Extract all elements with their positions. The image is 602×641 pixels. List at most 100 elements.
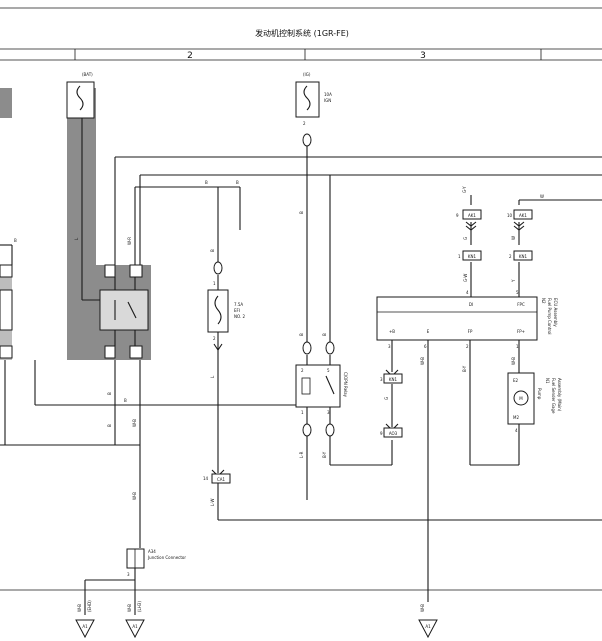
wire-label-y: Y <box>511 279 516 283</box>
pin-number: 2 <box>509 254 512 259</box>
pin-number: 2 <box>301 368 304 373</box>
bat-fuse: (BAT) <box>66 72 95 119</box>
wire-label-l: L <box>74 237 79 240</box>
pin-number: 4 <box>515 428 518 433</box>
efi-no2-fuse: B 1 7.5A EFI NO. 2 2 L <box>207 249 246 378</box>
efi2-number: NO. 2 <box>234 314 246 319</box>
ecu-name-line1: Fuel Pump Control <box>547 298 552 335</box>
connector-ca1: 14 CA1 L-W <box>203 469 231 506</box>
wire-label-b: B <box>236 180 239 185</box>
pump-pin-e2: E2 <box>513 378 519 383</box>
ecu-pin-fpc: FPC <box>517 302 525 307</box>
wire-label-b: B <box>322 333 327 336</box>
wire-label-g: G <box>384 397 389 400</box>
junction-connector-a34: A34 Junction Connector 3 <box>126 548 186 577</box>
kn1-label: KN1 <box>519 254 528 259</box>
junction-name: Junction Connector <box>147 555 186 560</box>
ground-a1: A1 <box>132 624 138 629</box>
wire-label-b: B <box>299 211 304 214</box>
efi2-rating: 7.5A <box>234 302 243 307</box>
pin-number: 10 <box>507 213 513 218</box>
ground-a1: A1 <box>82 624 88 629</box>
ig-label: (IG) <box>303 72 311 77</box>
pin-number: 2 <box>303 121 306 126</box>
pump-label: Pump <box>537 388 542 400</box>
page-title: 发动机控制系统 (1GR-FE) <box>255 28 349 38</box>
ecu-pin-di: DI <box>469 302 473 307</box>
wire-label-b: B <box>107 424 112 427</box>
pin-number: 14 <box>203 476 209 481</box>
wire-label-w: W <box>540 194 544 199</box>
bat-label: (BAT) <box>82 72 93 77</box>
kn1-label: KN1 <box>468 254 477 259</box>
wire-label-g-y: G-Y <box>462 186 467 193</box>
motor-symbol: M <box>519 396 523 401</box>
pin-number: 5 <box>327 368 330 373</box>
ground-lh3: (LH3) <box>137 601 142 612</box>
connectors-ak1-kn1: G-Y W 9 AK1 10 AK1 G W 1 KN1 2 KN1 G-W Y <box>456 186 544 283</box>
pump-name-code: N1 <box>545 378 550 384</box>
ground-icon <box>75 619 95 639</box>
ak1-label: AK1 <box>468 213 476 218</box>
pin-number: 3 <box>127 572 130 577</box>
ecu-name-line2: ECU Assembly <box>553 298 558 327</box>
column-number-3: 3 <box>420 51 426 61</box>
integration-relay <box>99 264 149 359</box>
pin-number: 6 <box>424 344 427 349</box>
pin-number: 1 <box>213 281 216 286</box>
wire-label-g-w: G-W <box>463 274 468 282</box>
pin-number: 1 <box>458 254 461 259</box>
pin-number: 4 <box>466 290 469 295</box>
pin-number: 9 <box>380 431 383 436</box>
wire-label-w-b: W-B <box>127 604 132 612</box>
ca1-label: CA1 <box>217 477 226 482</box>
pin-number: 3 <box>388 344 391 349</box>
copn-relay: B B 2 5 1 3 C/OPN Relay L-R B-Y <box>295 333 348 458</box>
wire-label-l-w: L-W <box>210 499 215 506</box>
wire-label-w-b: W-B <box>511 357 516 365</box>
wire-label-w-r: W-R <box>127 237 132 245</box>
pin-number: 2 <box>213 336 216 341</box>
wire-label-b: B <box>299 333 304 336</box>
wire-label-w-b: W-B <box>132 492 137 500</box>
wire-label-l-r: L-R <box>299 451 304 458</box>
wire-label-b: B <box>14 238 17 243</box>
ak1-label: AK1 <box>519 213 527 218</box>
left-wire-labels: L W-R B B B B B B W-B W-B <box>74 180 304 500</box>
ground-points: W-B (EHD) A1 W-B (LH3) A1 W-B A1 <box>75 600 438 639</box>
ground-icon <box>125 619 145 639</box>
wire-label-b-y: B-Y <box>462 365 467 372</box>
ign-fuse-rating: 10A <box>324 92 332 97</box>
pump-pin-m2: M2 <box>513 415 519 420</box>
wire-label-b-y: B-Y <box>322 451 327 458</box>
pin-number: 5 <box>516 290 519 295</box>
connectors-kn1-ao3: 3 KN1 G 9 AO3 <box>380 369 403 438</box>
ecu-name-code: N2 <box>541 298 546 304</box>
wire-label-b: B <box>124 398 127 403</box>
pin-number: 1 <box>301 410 304 415</box>
wire-label-w-b: W-B <box>420 604 425 612</box>
wire-label-b: B <box>210 249 215 252</box>
pump-name-line2: Assembly (Main) <box>557 378 562 412</box>
fuel-pump-control-ecu: DI FPC +B E FP FP+ N2 Fuel Pump Control … <box>376 290 558 372</box>
pin-number: 3 <box>327 410 330 415</box>
ground-icon <box>418 619 438 639</box>
fuel-pump-assembly: E2 M M2 Pump N1 Fuel Sender Gage Assembl… <box>507 372 562 433</box>
ign-fuse-name: IGN <box>324 98 331 103</box>
ecu-pin-fp-plus: FP+ <box>517 329 525 334</box>
wires <box>0 118 602 615</box>
ao3-label: AO3 <box>389 431 398 436</box>
wire-label-w-b: W-B <box>77 604 82 612</box>
ground-ehd: (EHD) <box>87 600 92 612</box>
wire-label-l: L <box>210 375 215 378</box>
ground-a1: A1 <box>425 624 431 629</box>
column-number-2: 2 <box>187 51 193 61</box>
wire-label-g: G <box>463 237 468 240</box>
wire-label-b: B <box>107 392 112 395</box>
pin-number: 1 <box>516 344 519 349</box>
pump-name-line1: Fuel Sender Gage <box>551 378 556 414</box>
efi2-name: EFI <box>234 308 240 313</box>
pin-number: 3 <box>380 377 383 382</box>
ecu-pin-fp: FP <box>468 329 473 334</box>
wire-label-w: W <box>511 236 516 240</box>
